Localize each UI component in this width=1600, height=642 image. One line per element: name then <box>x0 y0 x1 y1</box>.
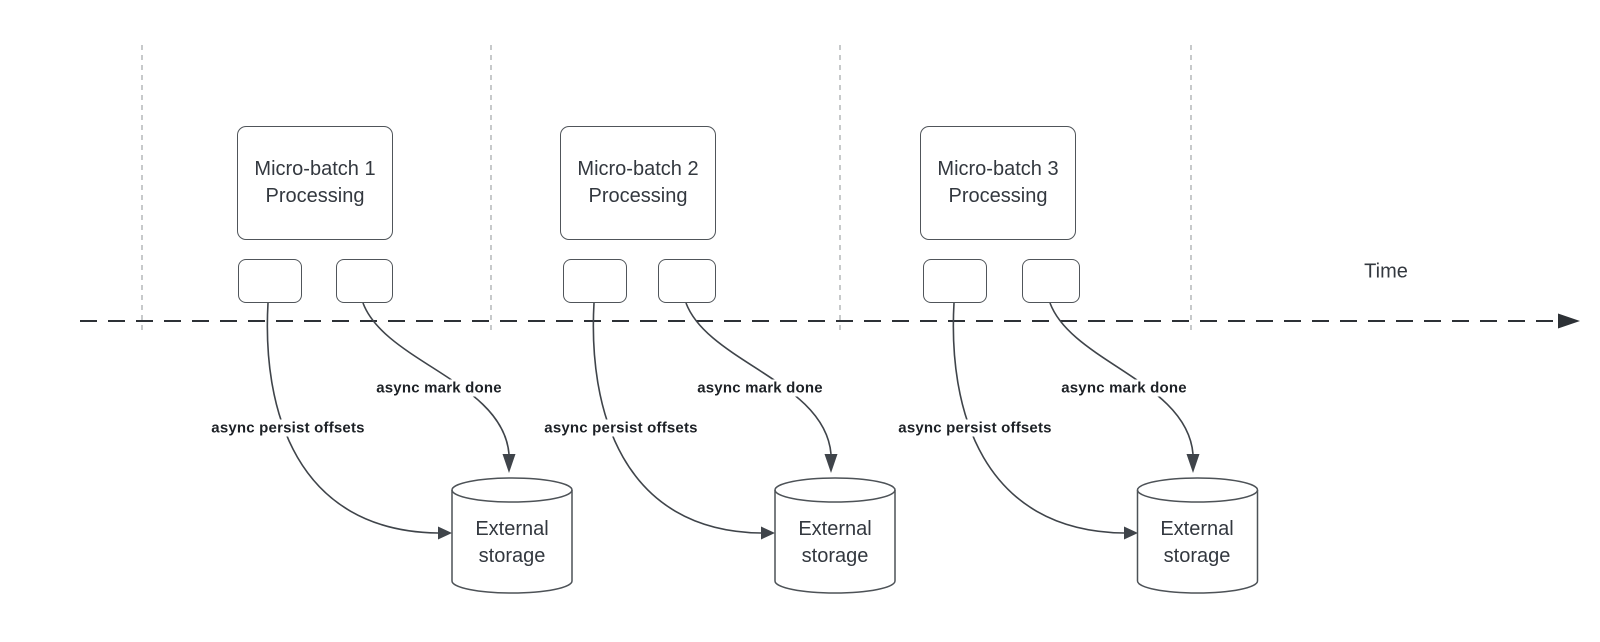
persist-offsets-arrowhead-icon-2 <box>761 526 775 540</box>
task-box-done-1 <box>336 259 393 303</box>
micro-batch-2-box: Micro-batch 2 Processing <box>560 126 716 240</box>
micro-batch-1-box: Micro-batch 1 Processing <box>237 126 393 240</box>
external-storage-label-3-line2: storage <box>1163 545 1231 567</box>
task-box-persist-1 <box>238 259 302 303</box>
mark-done-edge-3 <box>1049 302 1194 455</box>
external-storage-label-2: External storage <box>798 516 871 570</box>
micro-batch-2-label: Micro-batch 2 Processing <box>577 156 698 210</box>
mark-done-arrowhead-icon-1 <box>502 454 516 473</box>
external-storage-label-2-line1: External <box>798 518 872 540</box>
persist-offsets-edge-2 <box>592 302 762 534</box>
mark-done-edge-label-2: async mark done <box>695 379 825 397</box>
task-box-done-3 <box>1022 259 1080 303</box>
external-storage-cylinder-rim-1 <box>451 489 573 503</box>
mark-done-edge-1 <box>362 302 510 455</box>
micro-batch-2-label-line2: Processing <box>588 185 688 207</box>
external-storage-label-1-line1: External <box>475 518 549 540</box>
micro-batch-3-box: Micro-batch 3 Processing <box>920 126 1076 240</box>
external-storage-label-3: External storage <box>1160 516 1233 570</box>
time-axis-arrowhead-icon <box>1558 313 1580 329</box>
micro-batch-3-label-line2: Processing <box>948 185 1048 207</box>
micro-batch-1-label-line2: Processing <box>265 185 365 207</box>
external-storage-label-1: External storage <box>475 516 548 570</box>
external-storage-label-2-line2: storage <box>801 545 869 567</box>
micro-batch-1-label-line1: Micro-batch 1 <box>254 158 376 180</box>
mark-done-edge-label-3: async mark done <box>1059 379 1189 397</box>
mark-done-edge-2 <box>685 302 832 455</box>
micro-batch-3-label-line1: Micro-batch 3 <box>937 158 1059 180</box>
persist-offsets-edge-label-2: async persist offsets <box>542 419 700 437</box>
micro-batch-2-label-line1: Micro-batch 2 <box>577 158 699 180</box>
external-storage-label-1-line2: storage <box>478 545 546 567</box>
persist-offsets-arrowhead-icon-1 <box>438 526 452 540</box>
external-storage-cylinder-1 <box>451 477 573 594</box>
external-storage-label-3-line1: External <box>1160 518 1234 540</box>
external-storage-cylinder-3 <box>1136 477 1259 594</box>
persist-offsets-edge-1 <box>266 302 439 534</box>
task-box-persist-3 <box>923 259 987 303</box>
external-storage-cylinder-rim-2 <box>774 489 896 503</box>
task-box-done-2 <box>658 259 716 303</box>
micro-batch-1-label: Micro-batch 1 Processing <box>254 156 375 210</box>
persist-offsets-edge-3 <box>952 302 1125 534</box>
micro-batch-3-label: Micro-batch 3 Processing <box>937 156 1058 210</box>
persist-offsets-arrowhead-icon-3 <box>1124 526 1138 540</box>
mark-done-arrowhead-icon-3 <box>1186 454 1200 473</box>
persist-offsets-edge-label-3: async persist offsets <box>896 419 1054 437</box>
task-box-persist-2 <box>563 259 627 303</box>
external-storage-cylinder-2 <box>774 477 896 594</box>
mark-done-arrowhead-icon-2 <box>824 454 838 473</box>
time-axis-label: Time <box>1364 260 1408 283</box>
external-storage-cylinder-rim-3 <box>1136 489 1259 503</box>
persist-offsets-edge-label-1: async persist offsets <box>209 419 367 437</box>
mark-done-edge-label-1: async mark done <box>374 379 504 397</box>
